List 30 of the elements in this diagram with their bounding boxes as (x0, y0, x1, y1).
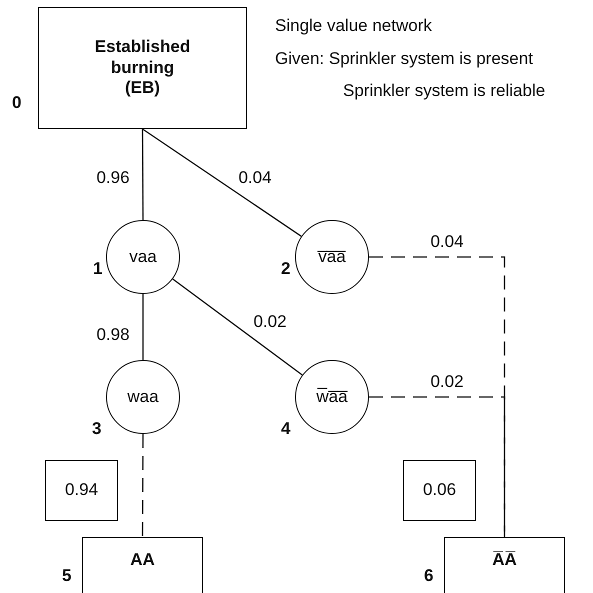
connector-line (142, 129, 144, 220)
event-label: w̅a̅a̅ (316, 386, 348, 408)
node-number: 4 (281, 419, 290, 439)
probability-value: 0.94 (64, 480, 98, 501)
node-number: 3 (92, 419, 102, 439)
node-title: Established burning (EB) (94, 37, 192, 99)
event-label: v̅a̅a̅ (318, 246, 346, 268)
node-number: 6 (424, 566, 434, 586)
node-number: 1 (93, 259, 102, 279)
node-number: 5 (62, 566, 72, 586)
outcome-box (38, 7, 247, 129)
note-text: Sprinkler system is reliable (343, 81, 546, 101)
connector-line (142, 294, 144, 360)
node-title: AA (130, 550, 155, 570)
node-number: 0 (12, 93, 22, 113)
note-text: Single value network (275, 16, 432, 36)
node-title: A̅A̅ (492, 550, 517, 570)
connector-line (142, 128, 302, 237)
note-text: Given: Sprinkler system is present (275, 49, 533, 69)
connector-line (172, 278, 303, 376)
dashed-connector (142, 434, 144, 537)
result-box (403, 460, 476, 521)
dashed-connector (369, 396, 506, 537)
outcome-box (444, 537, 565, 593)
outcome-box (82, 537, 203, 593)
event-label: waa (127, 386, 159, 408)
node-number: 2 (281, 259, 290, 279)
event-label: vaa (129, 246, 157, 268)
result-box (45, 460, 118, 521)
probability-value: 0.06 (422, 480, 456, 501)
